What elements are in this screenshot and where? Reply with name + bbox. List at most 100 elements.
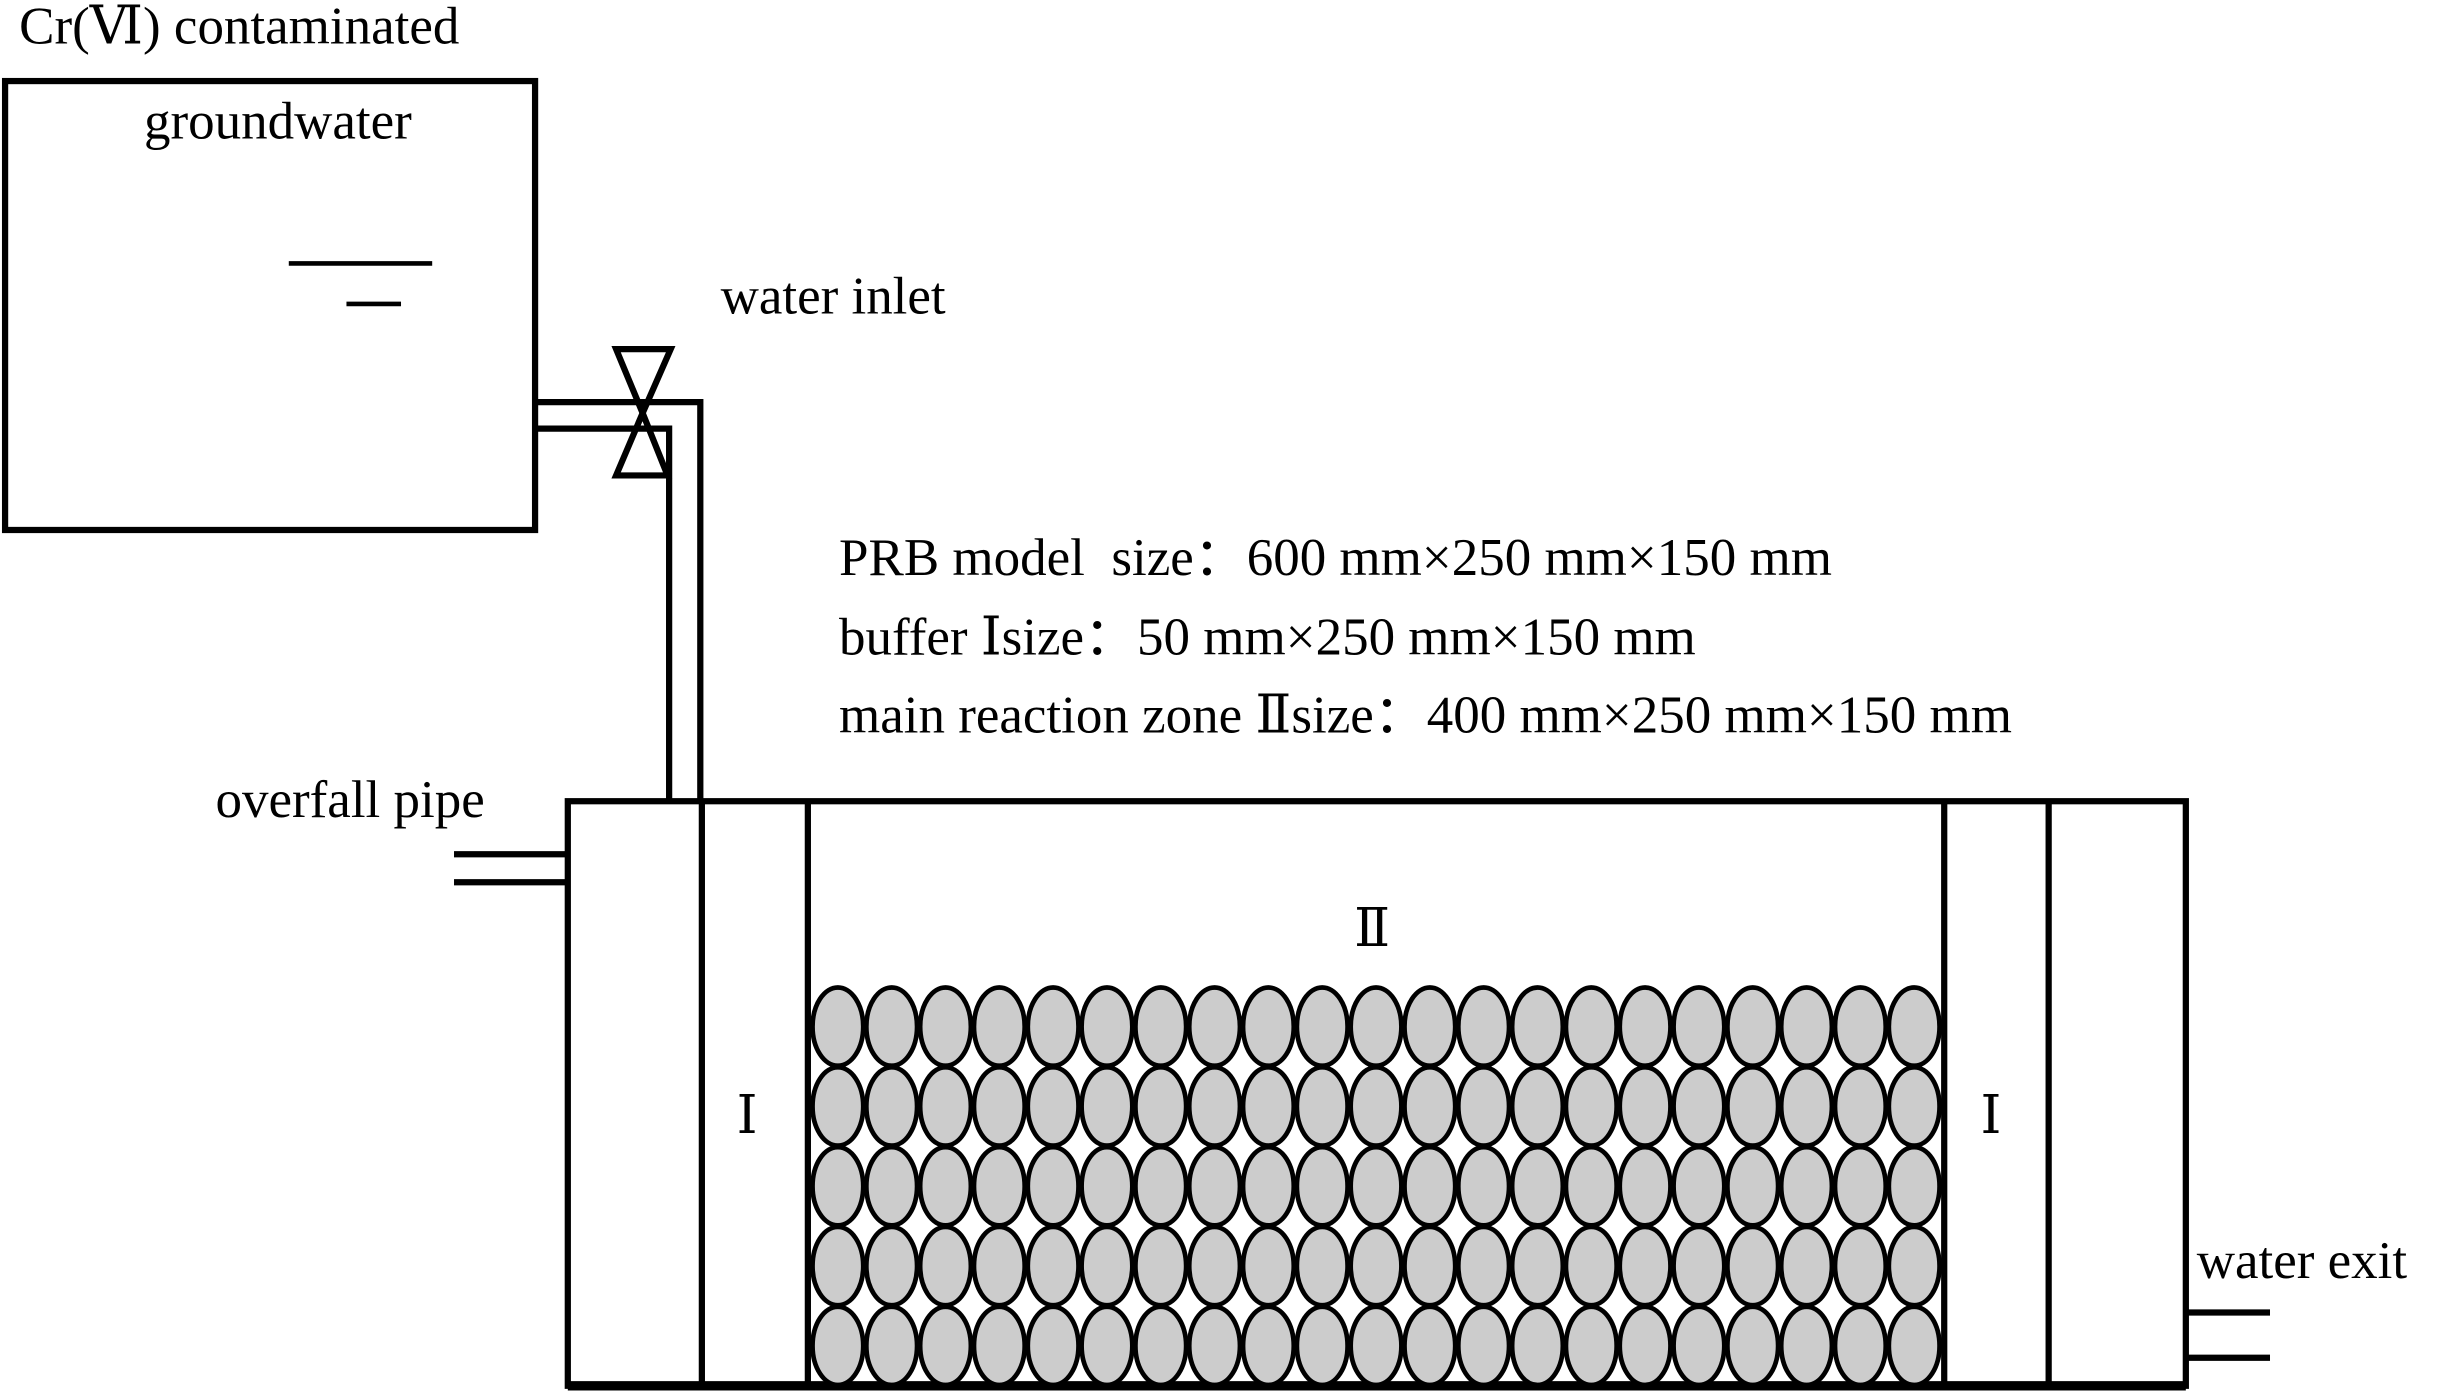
media-particle — [1725, 1224, 1781, 1308]
media-particle — [1402, 985, 1458, 1069]
media-particle — [1671, 1144, 1727, 1228]
media-particle — [1402, 1064, 1458, 1148]
media-particle — [1671, 1064, 1727, 1148]
inlet-pipe-inner — [535, 425, 673, 802]
media-particle — [1025, 985, 1081, 1069]
media-particle — [864, 1144, 920, 1228]
media-particle — [1294, 985, 1350, 1069]
media-particle — [1886, 1144, 1942, 1228]
water-exit-label: water exit — [2197, 1232, 2408, 1290]
media-particle — [1509, 1224, 1566, 1308]
spec-line-buffer: buffer Ⅰsize：50 mm×250 mm×150 mm — [839, 609, 1696, 667]
media-particle — [971, 1224, 1028, 1308]
media-particle — [810, 1224, 866, 1308]
media-particle — [1079, 1144, 1135, 1228]
media-particle — [1886, 1304, 1942, 1388]
media-particle — [1025, 1144, 1081, 1228]
media-particle — [917, 1064, 974, 1148]
media-particle — [1778, 1304, 1835, 1388]
media-particle — [1778, 1064, 1835, 1148]
media-particle — [917, 985, 974, 1069]
media-particle — [1240, 985, 1297, 1069]
media-particle — [1294, 1064, 1350, 1148]
media-particle — [1778, 1224, 1835, 1308]
media-particle — [1455, 1144, 1512, 1228]
media-particle — [1832, 1064, 1889, 1148]
media-particle — [1348, 1224, 1404, 1308]
media-particle — [971, 1144, 1028, 1228]
media-particle — [1886, 985, 1942, 1069]
media-particle — [917, 1144, 974, 1228]
media-particle — [1025, 1064, 1081, 1148]
media-particle — [1832, 1224, 1889, 1308]
media-particle — [1294, 1224, 1350, 1308]
media-particle — [1617, 1304, 1673, 1388]
media-particle — [1455, 985, 1512, 1069]
media-particle — [1455, 1304, 1512, 1388]
media-particle — [1240, 1304, 1297, 1388]
media-particle — [1079, 1304, 1135, 1388]
media-particle — [1240, 1064, 1297, 1148]
media-particle — [1186, 1144, 1243, 1228]
media-particle — [1725, 1064, 1781, 1148]
media-particle — [1617, 985, 1673, 1069]
media-particle — [971, 1064, 1028, 1148]
media-particle — [810, 1144, 866, 1228]
media-particle — [1294, 1304, 1350, 1388]
media-particle — [971, 1304, 1028, 1388]
buffer-zone-left-label: Ⅰ — [737, 1087, 758, 1145]
inlet-pipe-outer — [535, 399, 704, 802]
tank-title: Cr(Ⅵ) contaminated — [19, 0, 459, 56]
media-particle — [1079, 1064, 1135, 1148]
valve-icon[interactable] — [611, 346, 676, 479]
media-particle — [1509, 985, 1566, 1069]
tank-subtitle: groundwater — [144, 93, 412, 151]
media-particle — [1617, 1224, 1673, 1308]
media-particle — [1617, 1144, 1673, 1228]
media-particle — [971, 985, 1028, 1069]
spec-line-prb: PRB model size：600 mm×250 mm×150 mm — [839, 529, 1832, 587]
media-particle — [1079, 1224, 1135, 1308]
media-particle — [1778, 985, 1835, 1069]
media-particle — [1455, 1064, 1512, 1148]
media-particle — [1725, 985, 1781, 1069]
media-particle — [1886, 1064, 1942, 1148]
media-particle — [810, 1304, 866, 1388]
media-particle — [1348, 1304, 1404, 1388]
main-zone-label: Ⅱ — [1354, 900, 1390, 958]
groundwater-tank — [1, 77, 539, 534]
water-inlet-label: water inlet — [721, 267, 946, 325]
media-particle — [1133, 1224, 1189, 1308]
overfall-pipe-label: overfall pipe — [216, 771, 485, 829]
media-particle — [1402, 1224, 1458, 1308]
media-particle — [1563, 1064, 1619, 1148]
media-particle — [1240, 1144, 1297, 1228]
media-particle — [1832, 1144, 1889, 1228]
media-particle — [1886, 1224, 1942, 1308]
media-particle — [1455, 1224, 1512, 1308]
media-particle — [1348, 1144, 1404, 1228]
media-particle — [810, 1064, 866, 1148]
media-particle — [864, 1224, 920, 1308]
media-particle — [1348, 985, 1404, 1069]
media-particle — [1240, 1224, 1297, 1308]
media-particle — [1832, 1304, 1889, 1388]
media-particle — [1725, 1304, 1781, 1388]
media-particle — [1133, 1144, 1189, 1228]
media-particle — [1402, 1144, 1458, 1228]
media-particle — [1186, 985, 1243, 1069]
reactive-media — [810, 985, 1942, 1388]
media-particle — [1509, 1304, 1566, 1388]
media-particle — [1402, 1304, 1458, 1388]
media-particle — [1509, 1064, 1566, 1148]
media-particle — [917, 1304, 974, 1388]
media-particle — [1025, 1304, 1081, 1388]
media-particle — [1133, 1304, 1189, 1388]
media-particle — [1133, 1064, 1189, 1148]
media-particle — [1186, 1304, 1243, 1388]
media-particle — [1294, 1144, 1350, 1228]
media-particle — [917, 1224, 974, 1308]
media-particle — [1563, 1304, 1619, 1388]
spec-line-main: main reaction zone Ⅱsize：400 mm×250 mm×1… — [839, 687, 2012, 745]
